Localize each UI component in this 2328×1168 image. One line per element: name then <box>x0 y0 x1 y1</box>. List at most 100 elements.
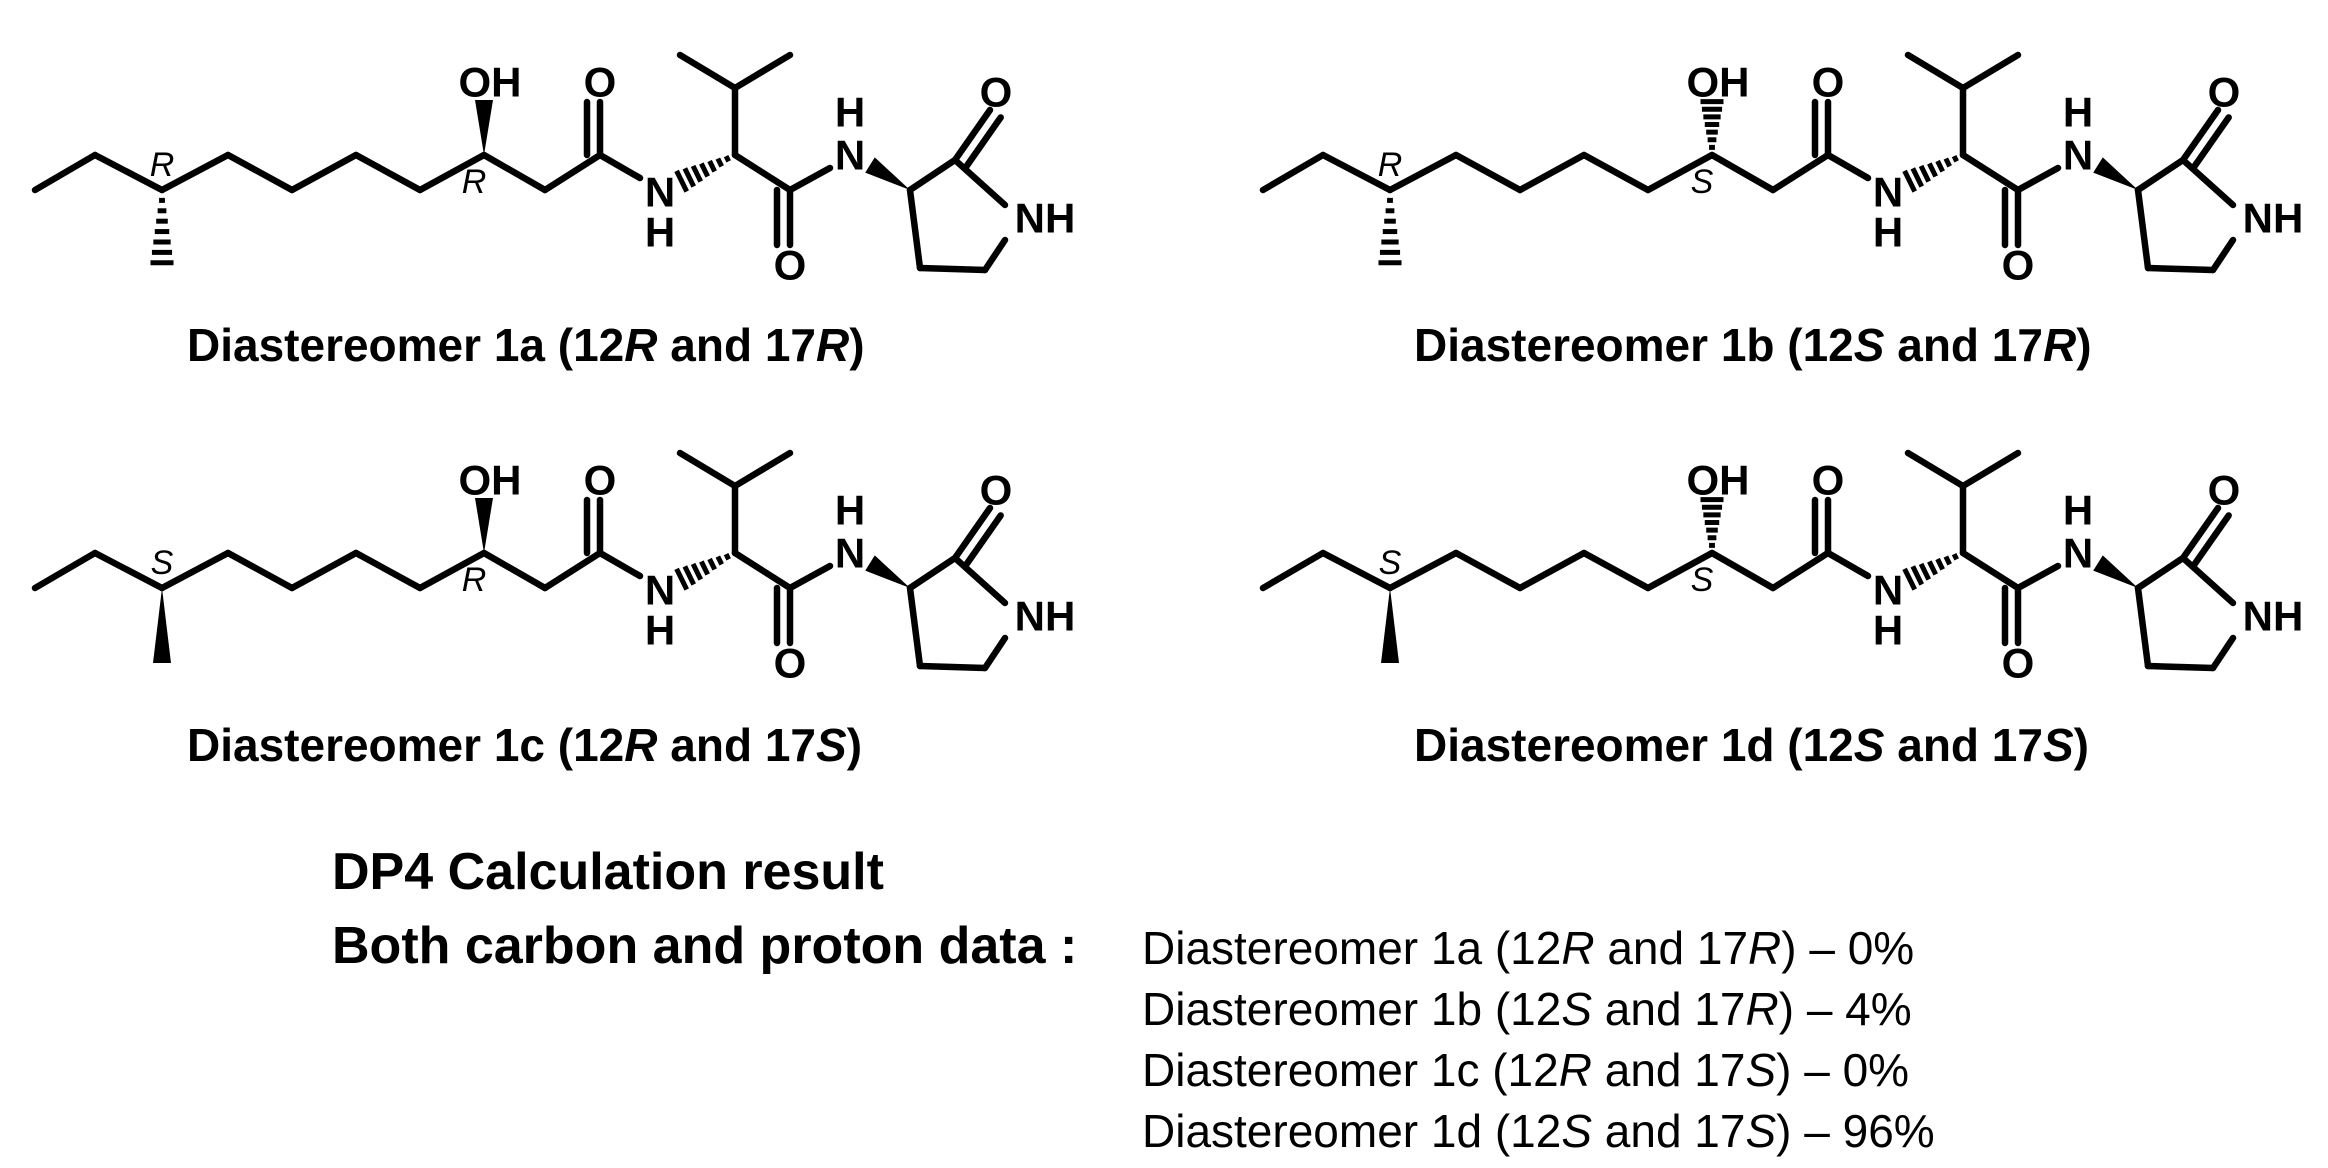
amide-h-label: H <box>835 89 865 136</box>
amide-h-label: H <box>835 487 865 534</box>
amide-bond <box>786 562 834 592</box>
chain-bond <box>416 549 488 592</box>
ring-carbonyl-bond <box>2179 106 2222 164</box>
isopropyl-bond <box>731 449 794 490</box>
amide-n-label: N <box>645 567 675 614</box>
valine-n-hash-bond <box>1910 565 1924 586</box>
chain-bond <box>1769 151 1832 194</box>
c12-stereo-label: S <box>1691 163 1714 201</box>
amide-bond <box>1824 549 1872 580</box>
chain-bond <box>480 549 549 592</box>
ring-bond <box>906 554 959 592</box>
amide-h-label: H <box>1873 209 1903 256</box>
ring-bond <box>981 236 1009 274</box>
ring-bond <box>916 662 989 672</box>
ring-carbonyl-bond <box>2179 504 2222 562</box>
valine-n-hash-bond <box>1910 167 1924 188</box>
valine-n-hash-bond <box>682 167 696 188</box>
c12-stereo-label: R <box>462 561 487 599</box>
c17-stereo-label: S <box>151 544 174 582</box>
carbonyl-o-label: O <box>2002 242 2035 289</box>
valine-n-hash-bond <box>1943 555 1952 566</box>
chain-bond <box>1580 151 1652 194</box>
chain-bond <box>1386 151 1460 194</box>
chain-bond <box>1769 549 1832 592</box>
ring-carbonyl-bond <box>2190 512 2232 569</box>
amide-h-label: H <box>645 607 675 654</box>
c12-oh-bond <box>475 498 493 553</box>
caption-1a: Diastereomer 1a (12R and 17R) <box>187 319 865 371</box>
c17-stereo-label: R <box>150 146 175 184</box>
amide-n-label: N <box>2063 132 2093 179</box>
chain-bond <box>158 549 232 592</box>
ring-wedge-bond <box>2093 157 2138 190</box>
ring-carbonyl-bond <box>962 114 1004 171</box>
ring-bond <box>2134 186 2152 272</box>
caption-1c: Diastereomer 1c (12R and 17S) <box>187 719 863 771</box>
amide-bond <box>1824 151 1872 182</box>
ring-nh-label: NH <box>1015 593 1076 640</box>
result-line-1d: Diastereomer 1d (12S and 17S) – 96% <box>1142 1105 1935 1157</box>
isopropyl-bond <box>676 449 739 490</box>
amide-n-label: N <box>835 530 865 577</box>
chain-bond <box>1516 151 1588 194</box>
valine-n-hash-bond <box>1927 560 1938 576</box>
amide-h-label: H <box>2063 89 2093 136</box>
chain-bond <box>480 151 549 194</box>
valine-n-hash-bond <box>1902 169 1917 193</box>
chain-bond <box>1259 151 1327 194</box>
isopropyl-bond <box>1904 449 1967 490</box>
carbonyl-o-label: O <box>774 640 807 687</box>
c12-stereo-label: R <box>462 163 487 201</box>
c17-stereo-label: S <box>1379 544 1402 582</box>
ring-bond <box>2209 236 2237 274</box>
valine-n-hash-bond <box>1943 157 1952 168</box>
amide-h-label: H <box>1873 607 1903 654</box>
chain-bond <box>31 151 99 194</box>
carbonyl-o-label: O <box>2002 640 2035 687</box>
ring-carbonyl-bond <box>951 106 994 164</box>
valine-n-hash-bond <box>715 555 724 566</box>
chain-bond <box>416 151 488 194</box>
valine-n-hash-bond <box>674 169 689 193</box>
valine-n-hash-bond <box>699 560 710 576</box>
ring-o-label: O <box>2208 69 2241 116</box>
chain-bond <box>224 151 296 194</box>
ring-bond <box>916 264 989 274</box>
valine-n-hash-bond <box>1918 164 1931 183</box>
valine-n-hash-bond <box>1951 553 1959 561</box>
ring-bond <box>2134 156 2187 194</box>
ring-bond <box>2179 156 2237 209</box>
ring-wedge-bond <box>865 555 910 588</box>
chain-bond <box>224 549 296 592</box>
ring-carbonyl-bond <box>962 512 1004 569</box>
hydroxyl-label: OH <box>1687 59 1750 106</box>
valine-n-hash-bond <box>1902 567 1917 591</box>
carbonyl-o-label: O <box>774 242 807 289</box>
c12-oh-bond <box>475 100 493 155</box>
chain-bond <box>1580 549 1652 592</box>
ring-nh-label: NH <box>1015 195 1076 242</box>
ring-carbonyl-bond <box>2190 114 2232 171</box>
chain-bond <box>31 549 99 592</box>
chain-bond <box>158 151 232 194</box>
ring-bond <box>981 634 1009 672</box>
c12-stereo-label: S <box>1691 561 1714 599</box>
ring-nh-label: NH <box>2243 593 2304 640</box>
hydroxyl-label: OH <box>459 457 522 504</box>
carbonyl-o-label: O <box>584 59 617 106</box>
amide-h-label: H <box>2063 487 2093 534</box>
chain-bond <box>91 549 166 592</box>
amide-n-label: N <box>645 169 675 216</box>
carbonyl-o-label: O <box>1812 457 1845 504</box>
ring-bond <box>2144 662 2217 672</box>
amide-bond <box>2014 164 2062 194</box>
ring-o-label: O <box>2208 467 2241 514</box>
valine-n-hash-bond <box>1935 159 1945 173</box>
valine-n-hash-bond <box>674 567 689 591</box>
amide-n-label: N <box>2063 530 2093 577</box>
chain-bond <box>731 151 794 194</box>
